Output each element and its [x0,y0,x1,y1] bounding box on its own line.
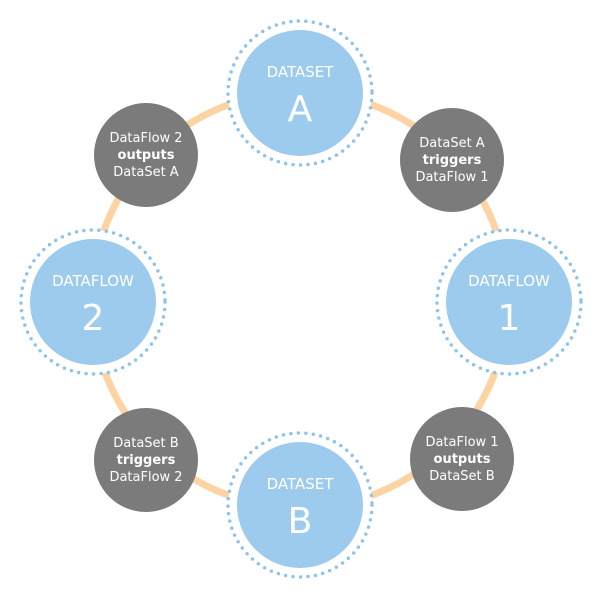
event-target: DataSet A [113,165,179,180]
node-title: DATASET [267,475,335,493]
event-source: DataSet B [113,436,178,451]
node-circle [446,239,572,365]
event-circle [400,108,504,212]
event-source: DataFlow 1 [425,435,498,450]
node-id: A [288,89,313,130]
node-id: 1 [498,298,521,339]
node-dataflow-2: DATAFLOW 2 [19,228,167,376]
node-title: DATAFLOW [468,272,550,290]
event-verb: outputs [434,452,491,467]
event-circle [410,407,514,511]
node-id: B [288,501,313,542]
event-target: DataFlow 2 [109,470,182,485]
event-source: DataSet A [419,136,485,151]
event-circle [94,103,198,207]
event-target: DataFlow 1 [415,170,488,185]
event-circle [94,408,198,512]
event-source: DataFlow 2 [109,131,182,146]
node-dataset-a: DATASET A [226,19,374,167]
node-dataflow-1: DATAFLOW 1 [435,228,583,376]
node-title: DATAFLOW [52,272,134,290]
node-dataset-b: DATASET B [226,431,374,579]
node-circle [237,442,363,568]
event-target: DataSet B [429,469,494,484]
node-circle [30,239,156,365]
node-circle [237,30,363,156]
event-verb: triggers [117,453,176,468]
node-id: 2 [82,298,105,339]
event-verb: outputs [118,148,175,163]
node-title: DATASET [267,63,335,81]
event-verb: triggers [423,153,482,168]
